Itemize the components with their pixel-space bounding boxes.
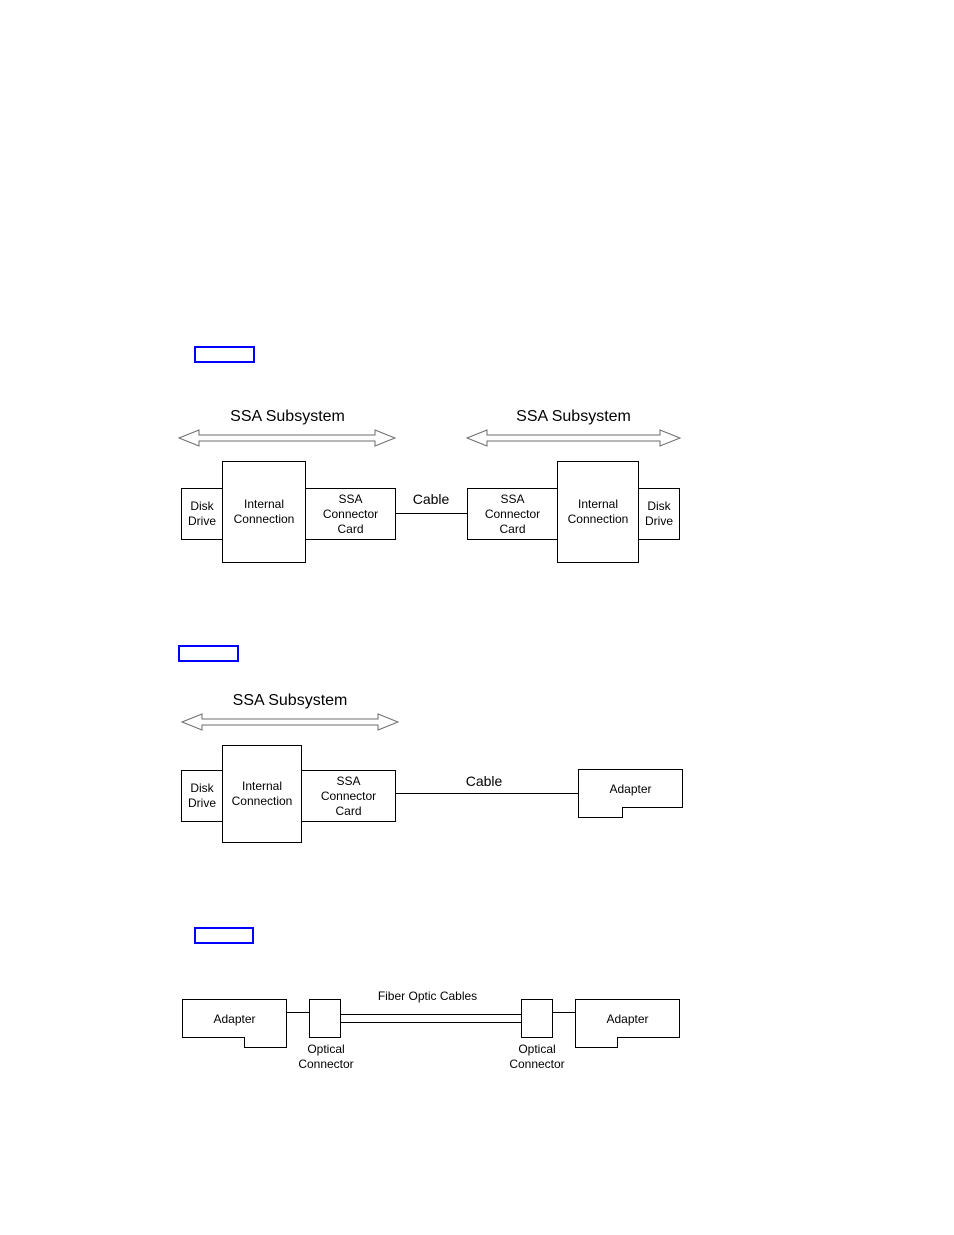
- figure2-link-placeholder[interactable]: [178, 645, 239, 662]
- figure3-left-optical-connector-box: [309, 999, 341, 1038]
- figure3-fiber-cable-line-upper: [341, 1014, 521, 1015]
- figure3-fiber-cable-line-lower: [341, 1022, 521, 1023]
- figure3-left-adapter: Adapter: [182, 999, 287, 1048]
- figure2-adapter-label: Adapter: [609, 781, 652, 796]
- figure3-left-adapter-shape-icon: [182, 999, 287, 1048]
- figure1-right-internal-connection-box: Internal Connection: [557, 461, 639, 563]
- figure1-left-disk-drive-box: Disk Drive: [181, 488, 223, 540]
- figure2-cable-label: Cable: [465, 773, 503, 789]
- figure3-right-adapter: Adapter: [575, 999, 680, 1048]
- figure2-subsystem-extent-arrow-icon: [180, 713, 400, 731]
- figure3-left-optical-connector-label: Optical Connector: [298, 1042, 354, 1071]
- figure2-internal-connection-box: Internal Connection: [222, 745, 302, 843]
- figure1-cable-label: Cable: [412, 491, 450, 507]
- figure3-right-adapter-shape-icon: [575, 999, 680, 1048]
- figure3-left-adapter-connector-line: [287, 1012, 309, 1013]
- figure1-right-subsystem-title: SSA Subsystem: [516, 408, 631, 425]
- figure3-right-adapter-label: Adapter: [606, 1011, 649, 1026]
- figure1-left-internal-connection-box: Internal Connection: [222, 461, 306, 563]
- figure2-disk-drive-box: Disk Drive: [181, 770, 223, 822]
- figure2-adapter-shape-icon: [578, 769, 683, 818]
- figure3-right-optical-connector-label: Optical Connector: [509, 1042, 565, 1071]
- figure1-right-subsystem-extent-arrow-icon: [465, 429, 682, 447]
- figure1-cable-line: [396, 513, 467, 514]
- figure3-link-placeholder[interactable]: [194, 927, 254, 944]
- figure2-subsystem-title: SSA Subsystem: [232, 692, 348, 709]
- figure3-fiber-optic-cables-label: Fiber Optic Cables: [377, 989, 478, 1003]
- figure2-cable-line: [395, 793, 578, 794]
- figure1-right-ssa-connector-card-box: SSA Connector Card: [467, 488, 558, 540]
- figure3-right-adapter-connector-line: [553, 1012, 575, 1013]
- figure1-left-subsystem-extent-arrow-icon: [177, 429, 397, 447]
- figure2-ssa-connector-card-box: SSA Connector Card: [301, 770, 396, 822]
- figure1-link-placeholder[interactable]: [194, 346, 255, 363]
- figure1-left-ssa-connector-card-box: SSA Connector Card: [305, 488, 396, 540]
- figure3-left-adapter-label: Adapter: [213, 1011, 256, 1026]
- figure1-right-disk-drive-box: Disk Drive: [638, 488, 680, 540]
- figure2-adapter: Adapter: [578, 769, 683, 818]
- figure3-right-optical-connector-box: [521, 999, 553, 1038]
- figure1-left-subsystem-title: SSA Subsystem: [230, 408, 345, 425]
